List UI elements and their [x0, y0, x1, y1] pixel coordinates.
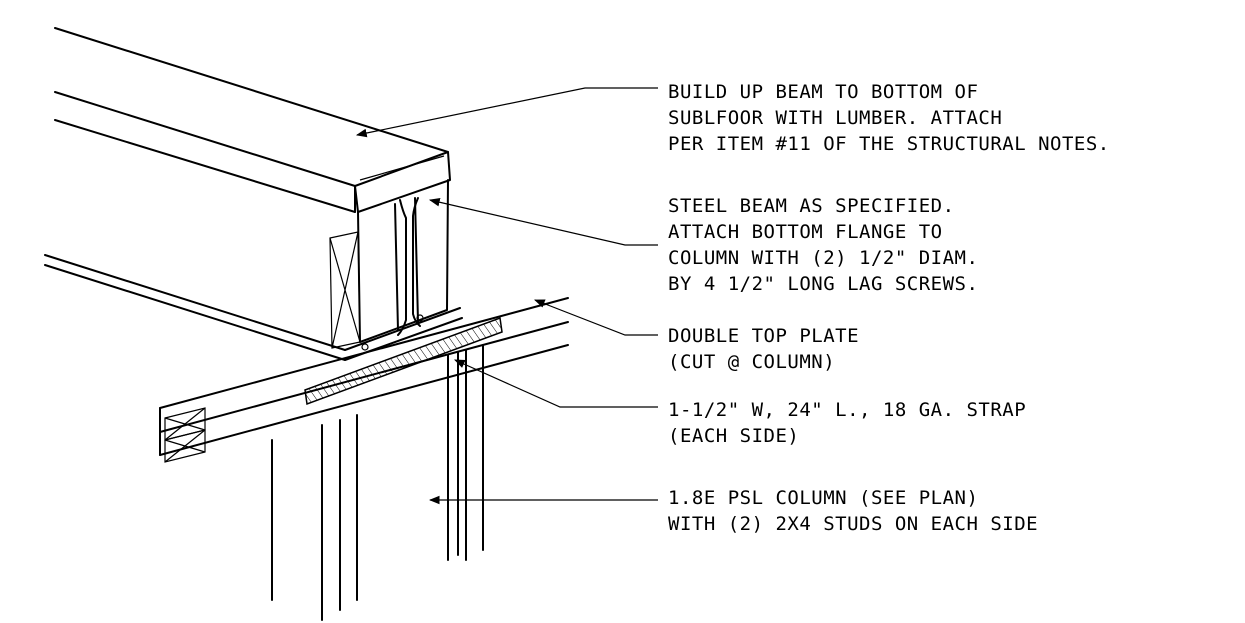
note-line: WITH (2) 2X4 STUDS ON EACH SIDE: [668, 513, 1038, 535]
steel-i-beam: [44, 179, 463, 361]
note-line: 1-1/2" W, 24" L., 18 GA. STRAP: [668, 399, 1026, 421]
leader-lines: [355, 87, 658, 505]
double-top-plate: [159, 297, 569, 463]
note-line: (CUT @ COLUMN): [668, 351, 835, 373]
note-column: 1.8E PSL COLUMN (SEE PLAN) WITH (2) 2X4 …: [668, 487, 1038, 535]
lumber-buildup: [54, 27, 451, 213]
metal-strap: [304, 316, 503, 406]
note-line: BY 4 1/2" LONG LAG SCREWS.: [668, 273, 978, 295]
note-line: PER ITEM #11 OF THE STRUCTURAL NOTES.: [668, 133, 1110, 155]
note-line: SUBLFOOR WITH LUMBER. ATTACH: [668, 107, 1002, 129]
note-line: 1.8E PSL COLUMN (SEE PLAN): [668, 487, 978, 509]
note-line: BUILD UP BEAM TO BOTTOM OF: [668, 81, 978, 103]
note-line: COLUMN WITH (2) 1/2" DIAM.: [668, 247, 978, 269]
note-line: ATTACH BOTTOM FLANGE TO: [668, 221, 943, 243]
note-line: DOUBLE TOP PLATE: [668, 325, 859, 347]
psl-column: [271, 344, 484, 621]
note-steel-beam: STEEL BEAM AS SPECIFIED. ATTACH BOTTOM F…: [668, 195, 978, 295]
note-top-plate: DOUBLE TOP PLATE (CUT @ COLUMN): [668, 325, 859, 373]
note-line: STEEL BEAM AS SPECIFIED.: [668, 195, 955, 217]
note-strap: 1-1/2" W, 24" L., 18 GA. STRAP (EACH SID…: [668, 399, 1026, 447]
note-line: (EACH SIDE): [668, 425, 799, 447]
note-beam-buildup: BUILD UP BEAM TO BOTTOM OF SUBLFOOR WITH…: [668, 81, 1110, 155]
